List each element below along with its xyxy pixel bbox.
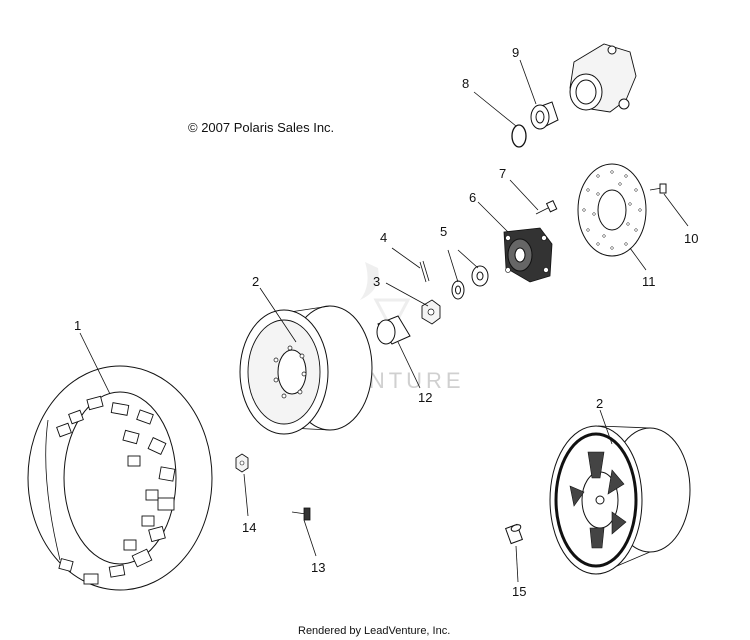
valve-stem-part-13 [291, 507, 311, 521]
wheel-part-2-lower [549, 425, 691, 575]
callout-15: 15 [512, 584, 526, 599]
bolt-part-7 [535, 200, 558, 215]
stud-part-15 [504, 523, 524, 545]
wheel-part-2-upper [239, 305, 373, 435]
callout-9: 9 [512, 45, 519, 60]
callout-1: 1 [74, 318, 81, 333]
callout-2-upper: 2 [252, 274, 259, 289]
washers-part-5 [451, 265, 489, 300]
tire-part-1 [27, 365, 213, 591]
knuckle-housing [569, 43, 637, 113]
callout-4: 4 [380, 230, 387, 245]
callout-12: 12 [418, 390, 432, 405]
brake-disc-part-11 [577, 163, 647, 257]
callout-10: 10 [684, 231, 698, 246]
callout-2-lower: 2 [596, 396, 603, 411]
callout-8: 8 [462, 76, 469, 91]
callout-13: 13 [311, 560, 325, 575]
cap-part-12 [376, 315, 411, 345]
hub-part-6 [503, 227, 553, 283]
bolt-part-10 [649, 183, 667, 194]
cotter-pin-part-4 [419, 260, 430, 283]
castle-nut-part-3 [421, 299, 441, 325]
snap-ring-part-8 [511, 124, 527, 148]
callout-11: 11 [642, 274, 656, 289]
lug-nut-part-14 [235, 453, 249, 473]
callout-3: 3 [373, 274, 380, 289]
callout-6: 6 [469, 190, 476, 205]
watermark-logo [360, 262, 411, 334]
callout-5: 5 [440, 224, 447, 239]
callout-14: 14 [242, 520, 256, 535]
footer-text: Rendered by LeadVenture, Inc. [298, 625, 450, 637]
bearing-part-9 [530, 101, 559, 130]
leader-lines [79, 59, 689, 583]
callout-7: 7 [499, 166, 506, 181]
copyright-text: © 2007 Polaris Sales Inc. [188, 120, 334, 135]
